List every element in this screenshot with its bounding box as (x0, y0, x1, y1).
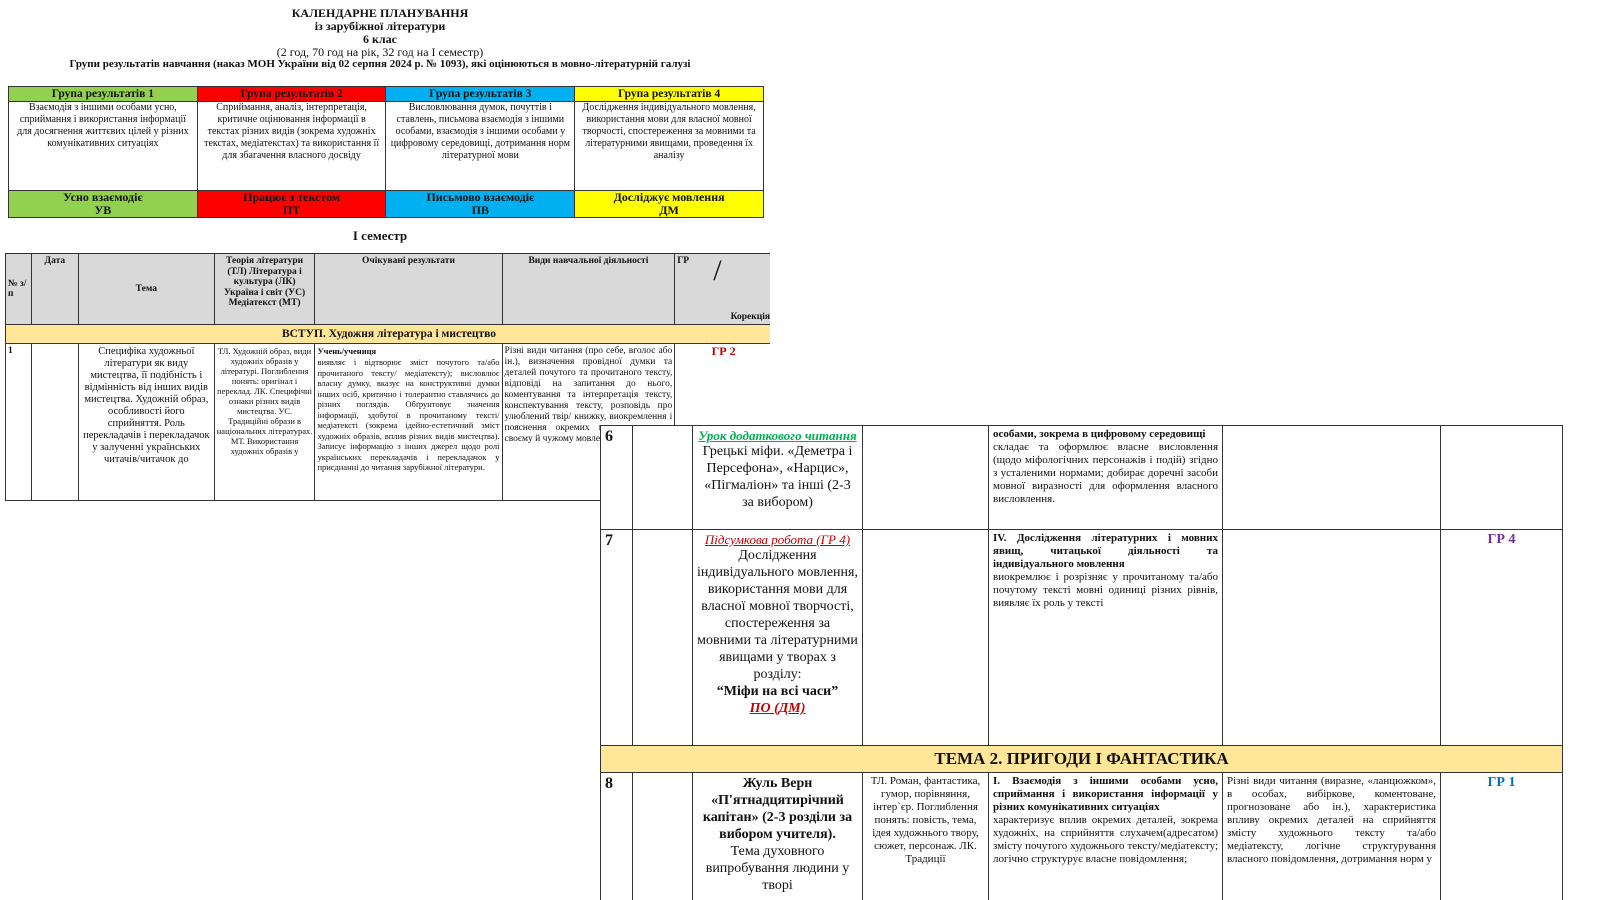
result-groups-table: Група результатів 1 Група результатів 2 … (8, 86, 764, 218)
row-topic: Підсумкова робота (ГР 4) Дослідження інд… (692, 529, 863, 746)
row-expected: Учень/учениця виявляє і відтворює зміст … (314, 343, 503, 501)
doc-hours: (2 год, 70 год на рік, 32 год на І семес… (276, 45, 484, 59)
row-number: 8 (600, 772, 633, 900)
row-activities: Різні види читання (про себе, вголос або… (501, 343, 676, 501)
row-number: 6 (600, 425, 633, 530)
row-date (632, 772, 693, 900)
row-topic: Специфіка художньої літератури як виду м… (77, 343, 215, 501)
group-title: Група результатів 4 (574, 86, 764, 102)
doc-grade: 6 клас (363, 32, 397, 46)
header-topic: Тема (77, 253, 215, 325)
row-date (632, 529, 693, 746)
header-date: Дата (30, 253, 79, 325)
row-number: 1 (5, 343, 32, 501)
doc-title: КАЛЕНДАРНЕ ПЛАНУВАННЯ (291, 6, 469, 20)
row-theory: ТЛ. Роман, фантастика, гумор, порівняння… (862, 772, 989, 900)
row-theory (862, 425, 989, 530)
header-gr: ГР / Корекція (674, 253, 770, 325)
group-description: Взаємодія з іншими особами усно, сприйма… (8, 101, 198, 191)
group-title: Група результатів 3 (385, 86, 576, 102)
header-theory: Теорія літератури (ТЛ) Література і куль… (213, 253, 316, 325)
header-activities: Види навчальної діяльності (501, 253, 676, 325)
group-description: Дослідження індивідуального мовлення, ви… (574, 101, 764, 191)
row-topic: Жуль Верн «П'ятнадцятирічний капітан» (2… (692, 772, 863, 900)
group-title: Група результатів 2 (196, 86, 387, 102)
topic2-section-band: ТЕМА 2. ПРИГОДИ І ФАНТАСТИКА (600, 745, 1563, 773)
lesson-plan-table: № з/п Дата Тема Теорія літератури (ТЛ) Л… (5, 253, 770, 501)
row-topic: Урок додаткового читання Грецькі міфи. «… (692, 425, 863, 530)
row-activities (1222, 425, 1441, 530)
row-activities: Різні види читання (виразне, «ланцюжком»… (1222, 772, 1441, 900)
row-gr: ГР 1 (1440, 772, 1563, 900)
lesson-plan-table-continued: 6 Урок додаткового читання Грецькі міфи.… (600, 425, 1563, 900)
group-title: Група результатів 1 (8, 86, 198, 102)
row-theory (862, 529, 989, 746)
row-activities (1222, 529, 1441, 746)
row-theory: ТЛ. Художній образ, види художніх образі… (213, 343, 316, 501)
row-gr (1440, 425, 1563, 530)
semester-heading: І семестр (352, 228, 408, 243)
doc-subtitle: із зарубіжної літератури (314, 19, 446, 33)
header-expected: Очікувані результати (314, 253, 503, 325)
groups-note: Групи результатів навчання (наказ МОН Ук… (69, 58, 691, 70)
row-date (632, 425, 693, 530)
planning-document-page: КАЛЕНДАРНЕ ПЛАНУВАННЯ із зарубіжної літе… (0, 0, 770, 510)
header-num: № з/п (5, 253, 32, 325)
intro-section-band: ВСТУП. Художня література і мистецтво (5, 324, 770, 344)
group-description: Сприймання, аналіз, інтерпретація, крити… (196, 101, 387, 191)
row-date (30, 343, 79, 501)
row-number: 7 (600, 529, 633, 746)
planning-document-page-continued: 6 Урок додаткового читання Грецькі міфи.… (600, 425, 1600, 900)
row-gr: ГР 4 (1440, 529, 1563, 746)
row-expected: IV. Дослідження літературних і мовних яв… (988, 529, 1223, 746)
group-description: Висловлювання думок, почуттів і ставлень… (385, 101, 576, 191)
row-expected: І. Взаємодія з іншими особами усно, спри… (988, 772, 1223, 900)
row-expected: особами, зокрема в цифровому середовищі … (988, 425, 1223, 530)
